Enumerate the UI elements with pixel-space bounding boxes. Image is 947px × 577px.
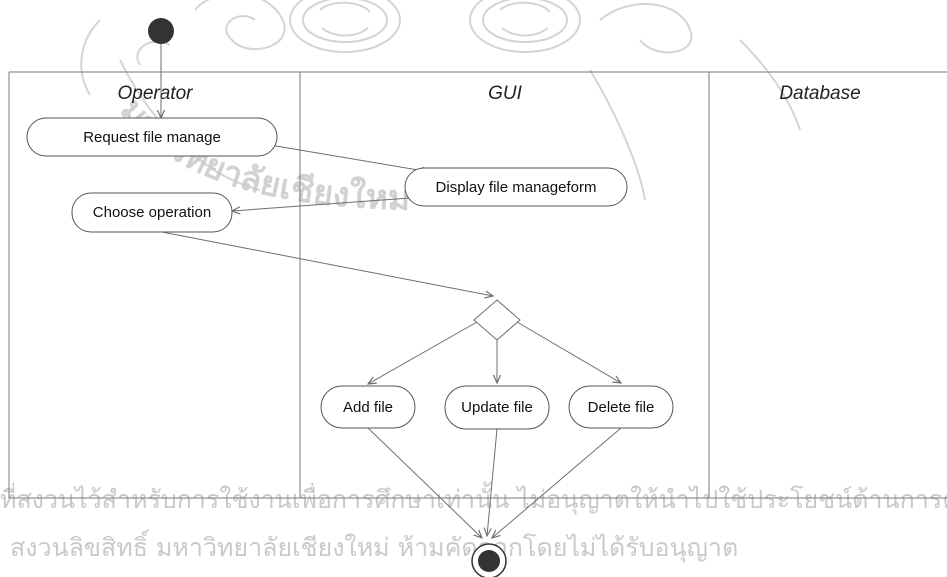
activity-update-file: Update file	[444, 385, 550, 430]
activity-label: Add file	[343, 399, 393, 416]
flow-delete-end	[492, 427, 622, 538]
activity-label: Choose operation	[93, 204, 211, 221]
swimlane-frame	[8, 71, 947, 499]
flow-display-choose	[232, 197, 411, 211]
flows	[161, 44, 621, 538]
activity-delete-file: Delete file	[568, 385, 674, 429]
flow-decision-delete	[516, 321, 621, 383]
initial-node	[148, 18, 174, 44]
activity-display-file-manageform: Display file manageform	[404, 167, 628, 207]
activity-request-file-manage: Request file manage	[26, 117, 278, 157]
activity-label: Display file manageform	[436, 179, 597, 196]
seal-emblem	[80, 0, 801, 201]
watermark-line-2: สงวนลิขสิทธิ์ มหาวิทยาลัยเชียงใหม่ ห้ามค…	[10, 529, 738, 563]
flow-choose-decision	[161, 231, 493, 296]
activity-add-file: Add file	[320, 385, 416, 429]
decision-node	[473, 299, 521, 341]
lane-title-database: Database	[779, 83, 860, 104]
activity-label: Request file manage	[83, 129, 221, 146]
flow-add-end	[367, 427, 482, 538]
final-node	[471, 543, 507, 577]
activity-label: Update file	[461, 399, 533, 416]
activity-label: Delete file	[588, 399, 655, 416]
flow-decision-add	[368, 321, 478, 384]
activity-choose-operation: Choose operation	[71, 192, 233, 233]
lane-title-operator: Operator	[118, 83, 194, 104]
lane-title-gui: GUI	[488, 83, 523, 104]
flow-update-end	[487, 428, 498, 536]
flow-request-display	[269, 144, 430, 172]
